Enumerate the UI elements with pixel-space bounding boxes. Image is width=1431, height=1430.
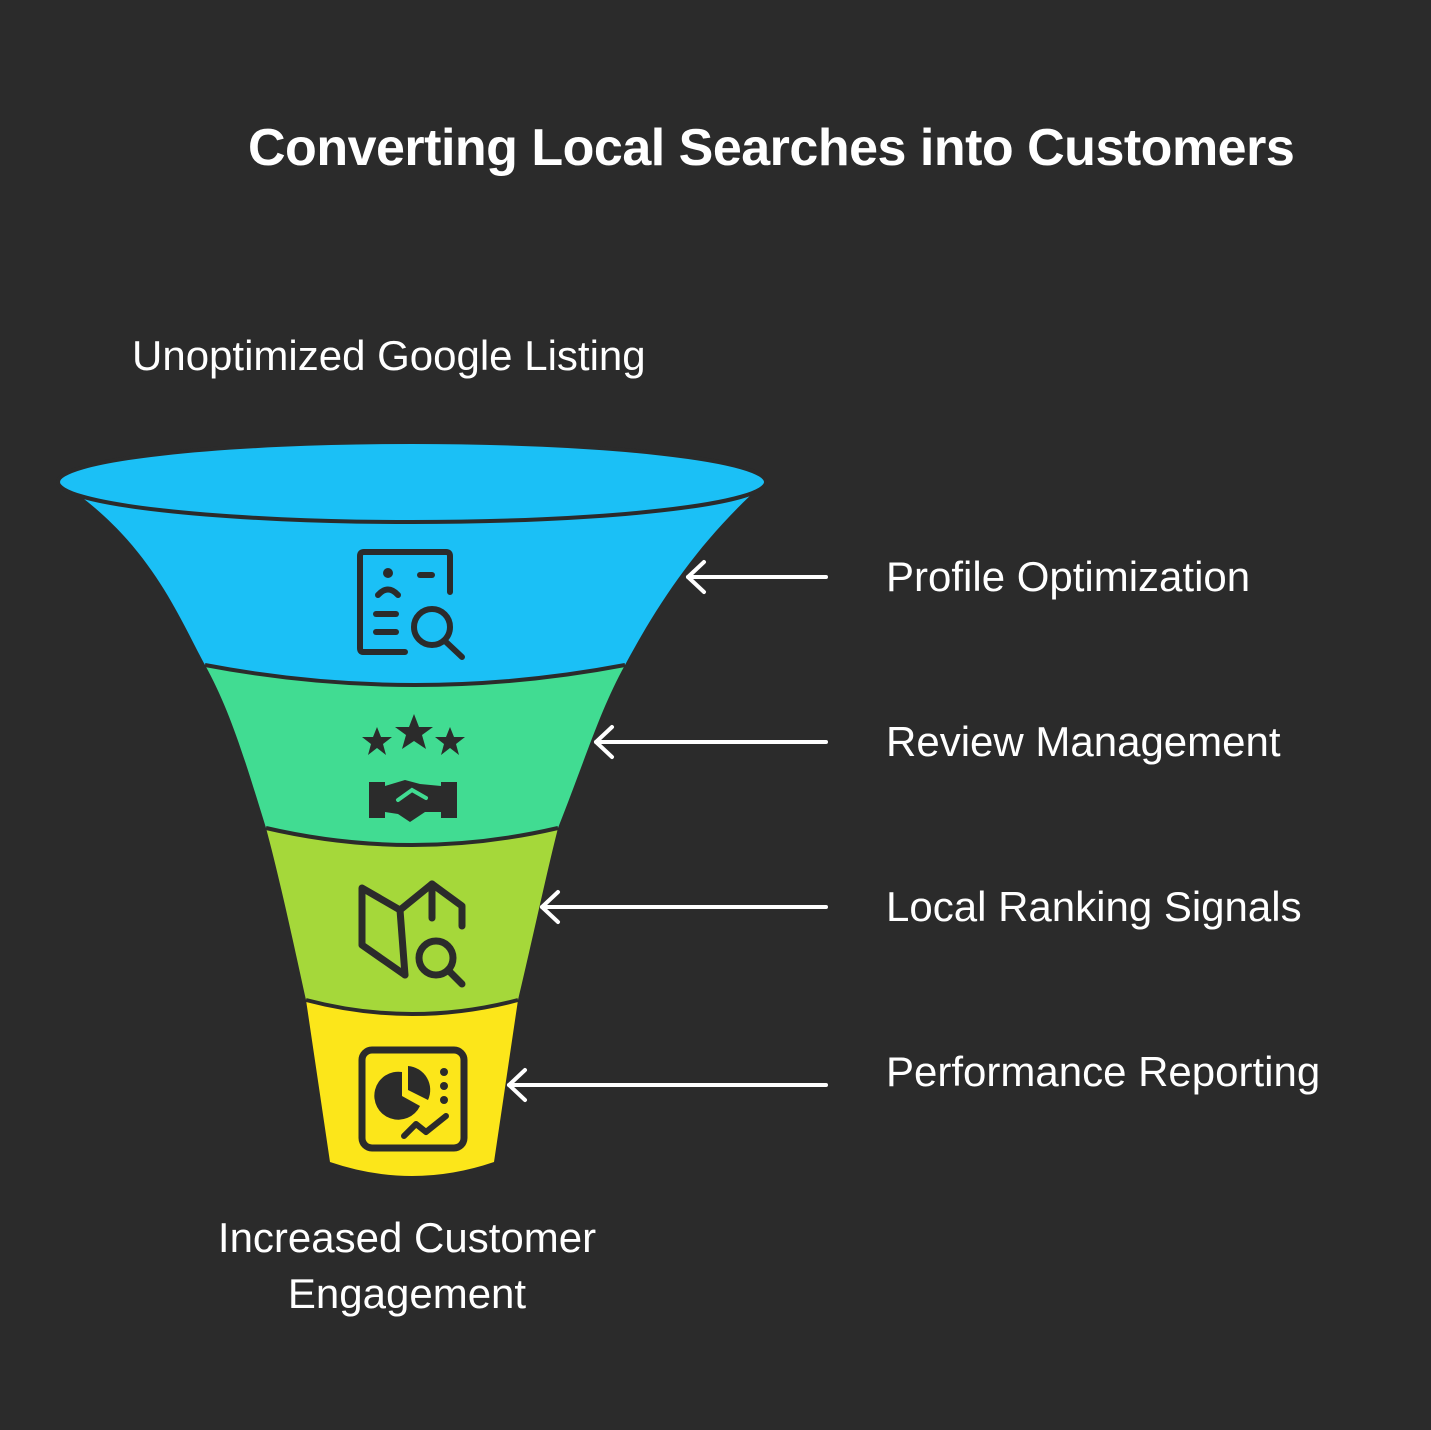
dashboard-report-icon bbox=[358, 1046, 468, 1152]
funnel-divider-3 bbox=[305, 998, 519, 1016]
page-title: Converting Local Searches into Customers bbox=[248, 119, 1295, 177]
funnel-stage-1 bbox=[60, 482, 765, 685]
stars-handshake-icon bbox=[362, 714, 465, 822]
arrow-2 bbox=[594, 725, 828, 759]
stage-label-performance-reporting: Performance Reporting bbox=[886, 1048, 1321, 1095]
funnel-stage-2 bbox=[205, 665, 625, 845]
funnel-top-label: Unoptimized Google Listing bbox=[132, 332, 646, 379]
map-search-icon bbox=[358, 880, 466, 988]
stage-label-local-ranking-signals: Local Ranking Signals bbox=[886, 883, 1302, 930]
stage-label-review-management: Review Management bbox=[886, 718, 1281, 765]
arrow-4 bbox=[507, 1068, 828, 1102]
funnel-bottom-label: Increased Customer Engagement bbox=[217, 1214, 597, 1317]
arrow-1 bbox=[686, 560, 828, 594]
funnel-divider-1 bbox=[204, 663, 626, 687]
funnel-divider-2 bbox=[265, 826, 559, 847]
stage-label-profile-optimization: Profile Optimization bbox=[886, 553, 1251, 600]
funnel-stage-3 bbox=[266, 828, 558, 1014]
funnel-top-rim bbox=[56, 440, 768, 524]
profile-search-icon bbox=[357, 549, 465, 660]
arrow-3 bbox=[540, 890, 828, 924]
